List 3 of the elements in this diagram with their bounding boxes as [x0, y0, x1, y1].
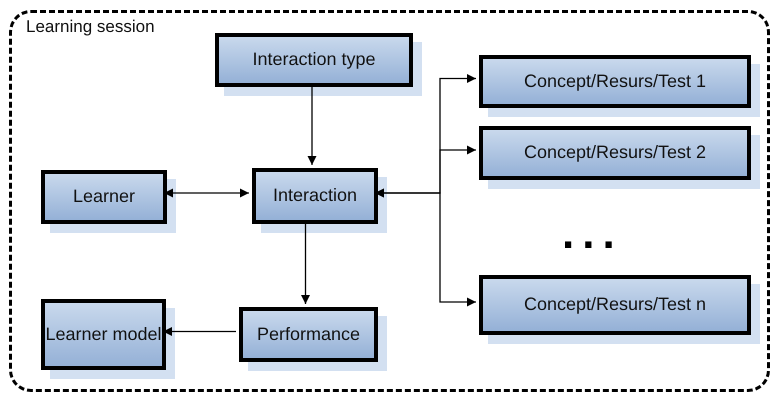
ellipsis: ...: [562, 212, 623, 256]
session-frame: [9, 10, 770, 392]
frame-title: Learning session: [26, 17, 155, 37]
